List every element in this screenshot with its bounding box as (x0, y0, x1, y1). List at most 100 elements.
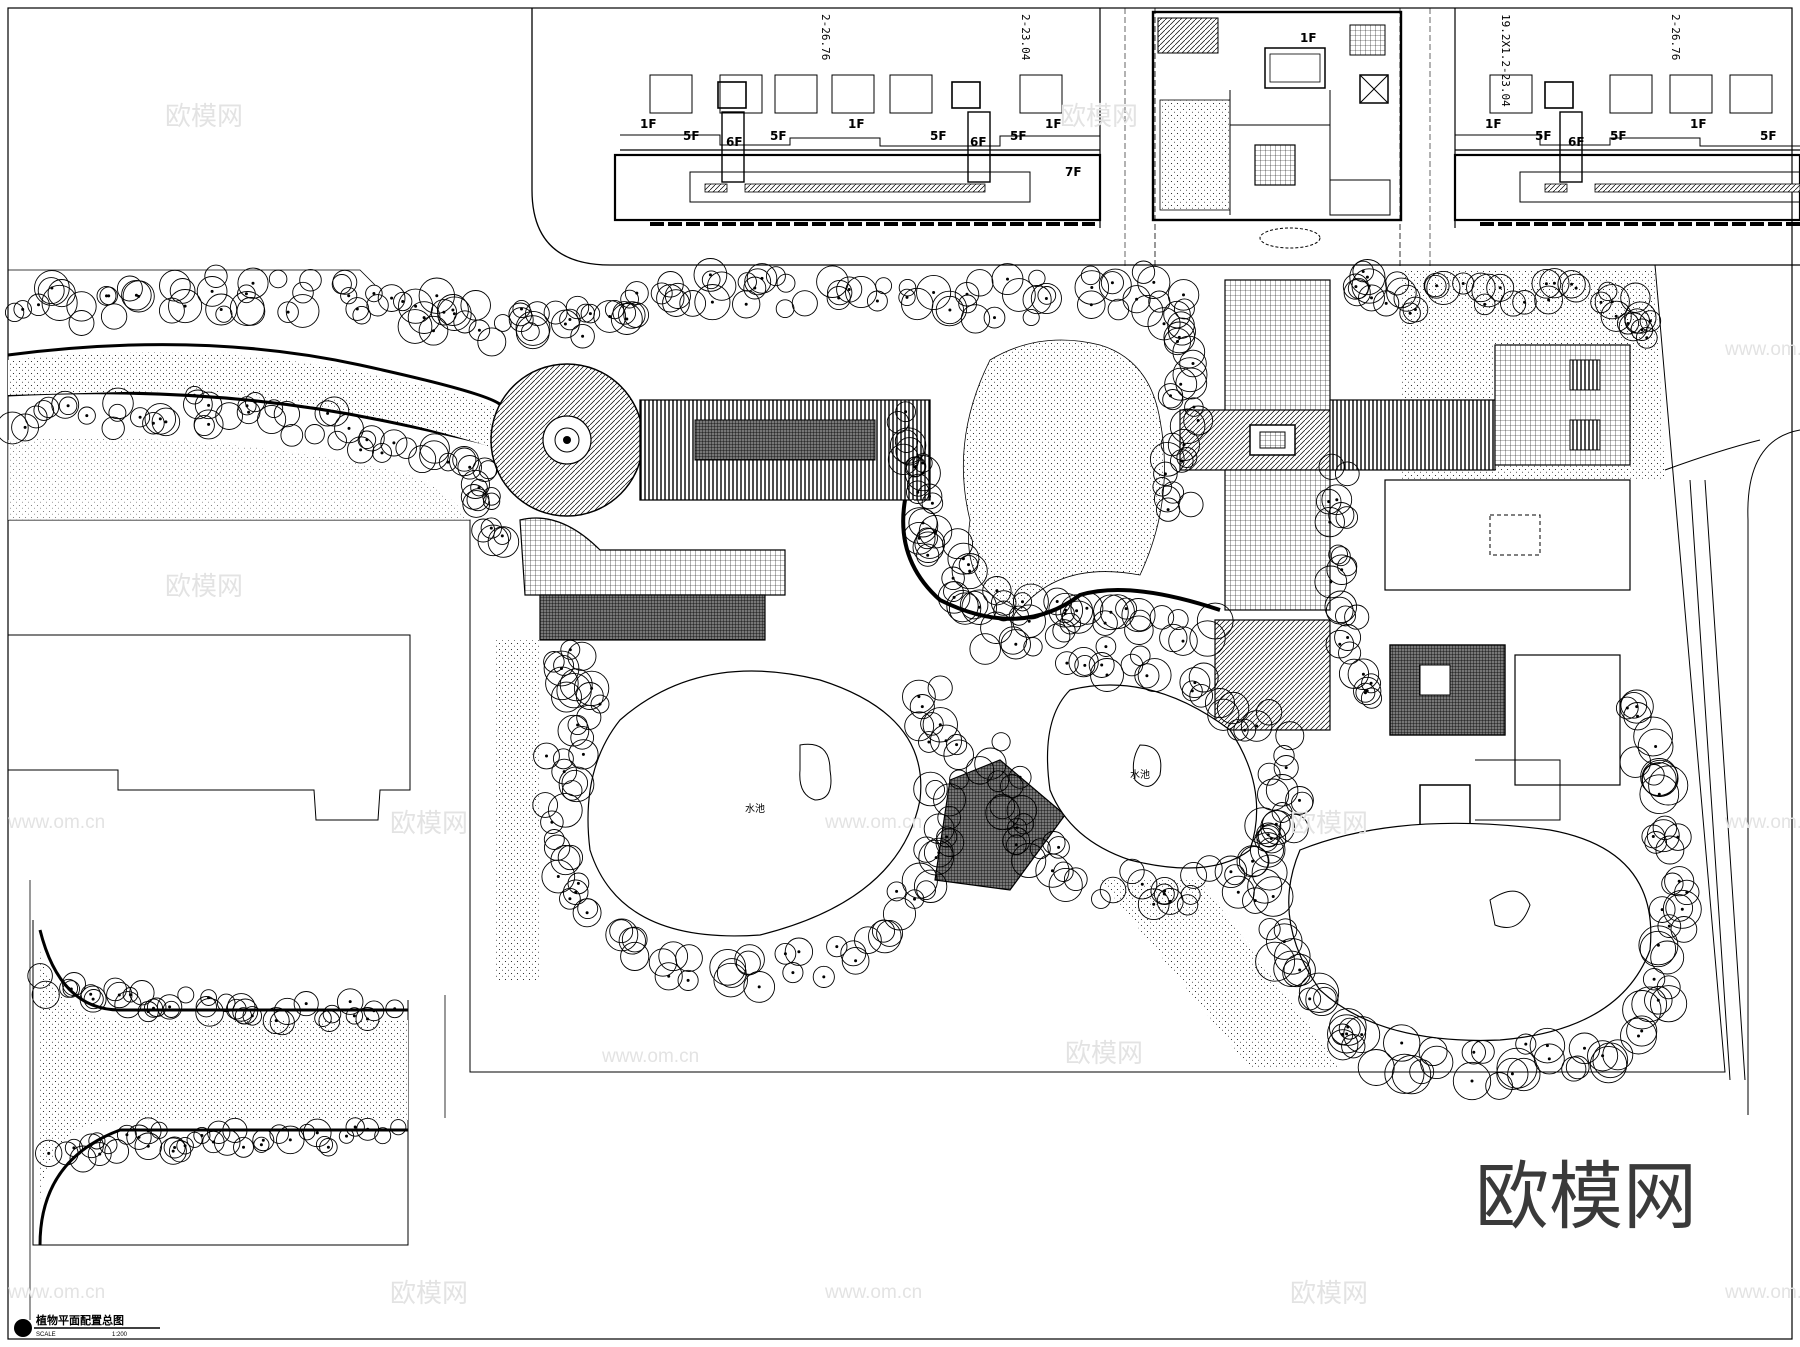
tree-symbol (470, 478, 488, 497)
tree-symbol (648, 948, 678, 977)
tree-symbol (269, 1124, 289, 1144)
tree-symbol (151, 407, 181, 437)
tree-symbol (390, 1119, 407, 1136)
tree-trunk-dot (207, 403, 211, 407)
tree-trunk-dot (967, 563, 970, 567)
tree-symbol (252, 1129, 275, 1152)
tree-symbol (27, 963, 53, 989)
tree-symbol (937, 805, 962, 830)
tree-symbol (1635, 326, 1658, 349)
tree-symbol (693, 258, 728, 292)
tree-symbol (1224, 864, 1246, 886)
tree-symbol (1008, 605, 1029, 626)
tree-trunk-dot (200, 1134, 204, 1137)
tree-symbol (374, 1127, 392, 1145)
tree-symbol (1279, 813, 1309, 844)
tree-symbol (887, 443, 920, 476)
tree-symbol (168, 289, 203, 324)
tree-trunk-dot (107, 294, 111, 298)
tree-symbol (987, 770, 1010, 793)
tree-trunk-dot (210, 289, 214, 293)
tree-symbol (906, 473, 930, 497)
tree-symbol (134, 1117, 162, 1145)
dimension-label: 2-26.76 (1669, 14, 1682, 60)
tree-symbol (1271, 802, 1293, 823)
tree-symbol (460, 469, 490, 499)
tree-symbol (993, 600, 1015, 622)
tree-trunk-dot (581, 334, 585, 338)
tree-trunk-dot (1140, 882, 1144, 886)
tree-symbol (1615, 696, 1639, 720)
residential-block-right (1453, 8, 1800, 228)
tree-symbol (894, 429, 919, 453)
inset-detail-plan (29, 880, 446, 1320)
tree-symbol (543, 300, 568, 325)
tree-symbol (556, 672, 592, 709)
tree-symbol (357, 430, 377, 450)
tree-symbol (1529, 1027, 1566, 1064)
tree-trunk-dot (347, 294, 351, 298)
tree-symbol (1471, 273, 1505, 308)
tree-trunk-dot (1545, 1044, 1549, 1048)
tree-trunk-dot (1400, 1041, 1404, 1045)
tree-symbol (1384, 1053, 1425, 1094)
tree-trunk-dot (146, 1144, 150, 1148)
tree-symbol (618, 301, 646, 329)
tree-symbol (545, 666, 579, 701)
tree-trunk-dot (1583, 1046, 1586, 1050)
tree-trunk-dot (250, 1014, 254, 1018)
tree-symbol (543, 829, 565, 850)
tree-symbol (570, 725, 595, 750)
tree-symbol (547, 792, 583, 828)
tree-trunk-dot (1166, 508, 1170, 512)
tree-symbol (332, 269, 358, 295)
tree-symbol (565, 295, 590, 320)
tree-symbol (104, 1139, 130, 1164)
tree-symbol (1661, 872, 1684, 895)
tree-symbol (525, 301, 550, 326)
tree-symbol (1624, 301, 1657, 334)
tree-trunk-dot (1360, 1033, 1364, 1037)
watermark-url: www.om.cn (1724, 339, 1800, 360)
tree-symbol (1216, 691, 1250, 725)
tree-symbol (176, 1136, 194, 1155)
tree-symbol (177, 986, 195, 1004)
tree-symbol (1115, 597, 1138, 620)
tree-symbol (1314, 506, 1345, 538)
tree-symbol (1534, 285, 1563, 315)
tree-symbol (59, 978, 79, 998)
tree-symbol (37, 396, 60, 419)
tree-symbol (162, 1000, 180, 1018)
tree-symbol (974, 747, 1007, 780)
tree-symbol (1273, 755, 1299, 781)
tree-trunk-dot (1110, 281, 1114, 285)
tree-trunk-dot (1369, 681, 1373, 685)
tree-symbol (121, 279, 152, 311)
tree-trunk-dot (1065, 661, 1069, 665)
tree-trunk-dot (1182, 293, 1185, 297)
tree-symbol (969, 633, 1001, 665)
tree-symbol (304, 424, 325, 445)
tree-symbol (1255, 941, 1296, 982)
street-curb (531, 8, 1800, 266)
tree-symbol (1665, 894, 1694, 922)
tree-symbol (1153, 461, 1178, 487)
tree-symbol (193, 1126, 211, 1145)
tree-symbol (397, 309, 433, 344)
tree-trunk-dot (904, 410, 908, 414)
tree-symbol (129, 980, 155, 1006)
tree-symbol (576, 303, 595, 323)
watermark-url: www.om.cn (824, 1282, 922, 1303)
tree-symbol (875, 277, 893, 295)
tree-symbol (1334, 461, 1360, 487)
tree-symbol (946, 589, 979, 623)
tree-symbol (532, 792, 559, 818)
tree-symbol (77, 406, 96, 425)
tree-trunk-dot (1179, 382, 1183, 386)
tree-symbol (960, 304, 991, 334)
left-walkway (7, 343, 513, 520)
tree-symbol (816, 265, 849, 298)
tree-symbol (716, 958, 747, 988)
tree-symbol (1257, 837, 1284, 864)
tree-symbol (193, 409, 224, 440)
